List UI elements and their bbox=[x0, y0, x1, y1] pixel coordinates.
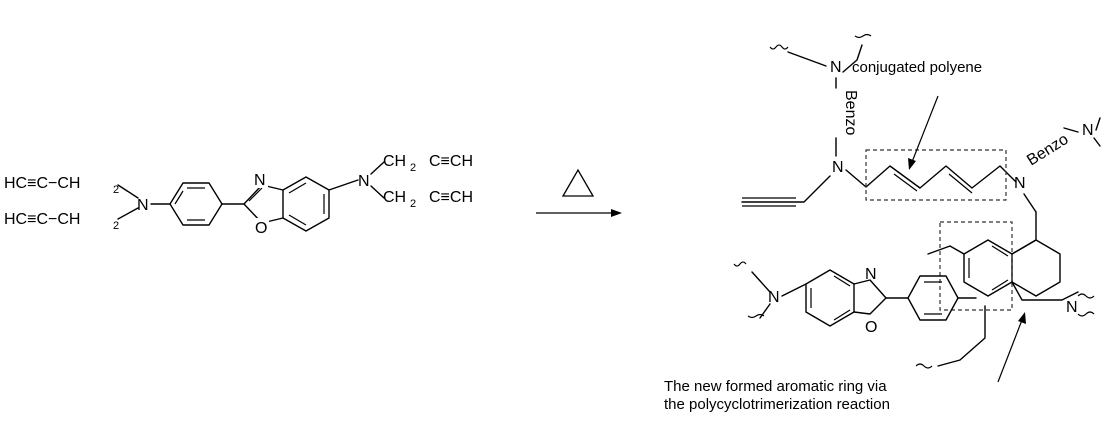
aromatic-dashed-box bbox=[939, 221, 1013, 311]
polyene-chain bbox=[845, 165, 1017, 189]
product-n-right: N bbox=[1014, 175, 1026, 192]
amine-bonds-left bbox=[117, 184, 139, 220]
wavy-bond-icon-5 bbox=[733, 261, 747, 267]
subscript-2-right-bottom: 2 bbox=[410, 198, 416, 210]
bottom-left-n-bonds bbox=[751, 271, 771, 319]
lower-chain bbox=[937, 305, 986, 367]
aromatic-substituent bbox=[1011, 281, 1079, 301]
alkyne-text-bottom: C≡CH bbox=[429, 189, 473, 206]
aromatic-ring-caption-line1: The new formed aromatic ring via bbox=[664, 378, 887, 395]
product-n-far-right: N bbox=[1082, 122, 1094, 139]
triple-bond-lines bbox=[742, 197, 796, 207]
alkyne-text-top: C≡CH bbox=[429, 153, 473, 170]
wavy-bond-icon-2 bbox=[854, 33, 872, 39]
ch2-text-bottom: CH bbox=[383, 189, 406, 206]
polyene-dashed-box bbox=[865, 149, 1007, 201]
propargyl-arm bbox=[741, 175, 831, 203]
polyene-label: conjugated polyene bbox=[852, 59, 982, 76]
phenyl-bottom-double-bonds bbox=[924, 281, 942, 315]
oxazole-o-bottom: O bbox=[865, 319, 877, 336]
oxazole-n-bottom: N bbox=[865, 266, 877, 283]
oxazole-n: N bbox=[254, 172, 266, 189]
wavy-bond-icon-4 bbox=[1077, 311, 1095, 317]
wavy-bond-icon bbox=[769, 44, 789, 50]
polyene-pointer-line bbox=[911, 95, 939, 163]
product-n-bottom-right: N bbox=[1066, 299, 1078, 316]
arrow-head-icon bbox=[611, 209, 622, 217]
bond-top-arm bbox=[787, 51, 827, 67]
oxazole-ring bbox=[243, 184, 284, 224]
subscript-2-top: 2 bbox=[113, 184, 119, 196]
monomer-structure: HC≡C−CH 2 HC≡C−CH 2 N N O N CH 2 C≡CH CH… bbox=[4, 153, 473, 237]
benzene-double-bonds bbox=[288, 182, 325, 226]
wavy-bond-icon-7 bbox=[915, 363, 933, 369]
propargyl-text-top: HC≡C−CH bbox=[4, 175, 80, 192]
aromatic-ring-caption-line2: the polycyclotrimerization reaction bbox=[664, 396, 890, 413]
phenyl-double-bonds bbox=[174, 187, 205, 221]
oxazole-double-bond bbox=[248, 187, 263, 202]
wavy-bond-icon-3 bbox=[1077, 293, 1095, 299]
ring-pointer-head-icon bbox=[1018, 312, 1026, 324]
bond-far-right-down bbox=[1093, 137, 1101, 147]
amine-n-right: N bbox=[358, 173, 370, 190]
oxazole-o: O bbox=[255, 220, 267, 237]
polyene-pointer-head-icon bbox=[908, 158, 916, 170]
reaction-arrow bbox=[536, 168, 622, 217]
n-label-bg bbox=[252, 170, 268, 188]
bond-benzo-right bbox=[1063, 127, 1079, 133]
amine-n-left: N bbox=[137, 197, 149, 214]
ch2-text-top: CH bbox=[383, 153, 406, 170]
aromatic-ring-main bbox=[963, 239, 1037, 297]
o-label-bg bbox=[253, 218, 269, 236]
phenyl-ring-monomer bbox=[169, 182, 223, 226]
heat-triangle-icon bbox=[561, 168, 595, 197]
product-n-top-left: N bbox=[830, 59, 842, 76]
propargyl-text-bottom: HC≡C−CH bbox=[4, 211, 80, 228]
bond-top-arm-2 bbox=[842, 44, 863, 73]
new-aromatic-ring bbox=[1011, 211, 1061, 297]
aromatic-double-bonds bbox=[968, 245, 1009, 291]
benzene-bottom-double-bonds bbox=[810, 275, 851, 321]
amine-bonds-right bbox=[370, 161, 385, 199]
n-to-benzene-bottom bbox=[781, 283, 807, 297]
subscript-2-right-top: 2 bbox=[410, 162, 416, 174]
product-n-center: N bbox=[832, 159, 844, 176]
benzo-label-angled: Benzo bbox=[1024, 131, 1072, 170]
product-n-bottom-left: N bbox=[768, 289, 780, 306]
bond-far-right-up bbox=[1095, 117, 1101, 131]
benzene-n-bond bbox=[328, 179, 359, 191]
ring-pointer-line bbox=[997, 319, 1023, 383]
benzoxazole-benzene-bottom bbox=[805, 269, 855, 327]
oxazole-ring-bottom bbox=[853, 279, 887, 315]
network-product: N Benzo N conjugated polyene N Benzo N N bbox=[664, 33, 1101, 413]
subscript-2-bottom: 2 bbox=[113, 220, 119, 232]
aromatic-to-n-bond bbox=[927, 245, 965, 255]
benzo-label-vertical: Benzo bbox=[842, 90, 859, 135]
polyene-double-bonds bbox=[893, 173, 973, 194]
bond-n-to-ring bbox=[1023, 193, 1037, 213]
benzoxazole-benzene-ring bbox=[282, 176, 330, 232]
